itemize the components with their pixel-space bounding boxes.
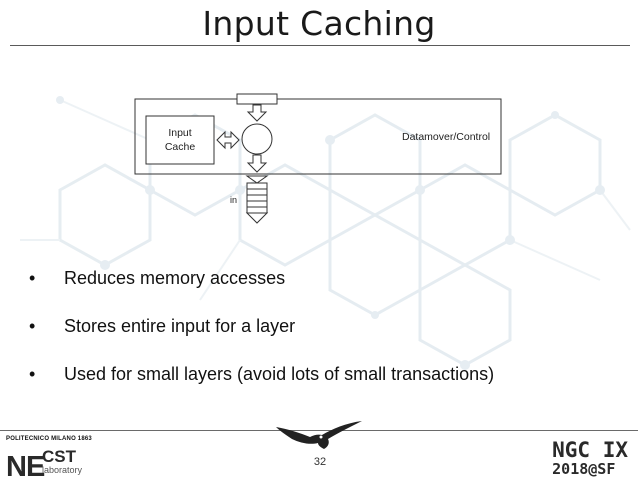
- fifo-label: in: [230, 195, 237, 205]
- down-arrow-icon: [246, 104, 268, 122]
- fifo-bottom-arrow-icon: [245, 212, 269, 224]
- down-arrow-icon: [246, 154, 268, 173]
- top-input-port: [236, 93, 278, 105]
- page-number: 32: [313, 456, 327, 468]
- control-node-circle: [241, 123, 273, 155]
- fifo-top-arrow-icon: [245, 175, 269, 184]
- necst-logo: POLITECNICO MILANO 1863 NE CST laborator…: [6, 436, 92, 483]
- necst-ne-text: NE: [6, 451, 45, 483]
- ngc-year-text: 2018@SF: [552, 460, 616, 478]
- bullet-item: • Stores entire input for a layer: [20, 314, 494, 362]
- bullet-list: • Reduces memory accesses • Stores entire …: [20, 266, 494, 410]
- polimi-text: POLITECNICO MILANO 1863: [6, 436, 92, 442]
- necst-lab-text: laboratory: [42, 465, 83, 475]
- datamover-control-label: Datamover/Control: [402, 131, 490, 143]
- title-divider: [10, 45, 630, 46]
- bullet-text: Reduces memory accesses: [64, 268, 286, 288]
- input-cache-box: [145, 115, 215, 165]
- input-fifo-queue: [245, 175, 269, 224]
- input-cache-label-line1: Input: [168, 127, 191, 139]
- input-cache-label-line2: Cache: [165, 141, 196, 153]
- bullet-item: • Reduces memory accesses: [20, 266, 494, 314]
- bullet-dot-icon: •: [29, 364, 36, 384]
- ngc-logo: NGC IX 2018@SF: [552, 438, 628, 478]
- bullet-dot-icon: •: [29, 316, 36, 336]
- bullet-dot-icon: •: [29, 268, 36, 288]
- ngc-title-text: NGC IX: [552, 438, 628, 462]
- slide-title: Input Caching: [202, 4, 436, 43]
- bullet-text: Stores entire input for a layer: [64, 316, 296, 336]
- footer-divider: [0, 430, 638, 431]
- bullet-text: Used for small layers (avoid lots of sma…: [64, 364, 495, 384]
- bidirectional-arrow-icon: [216, 130, 240, 150]
- bullet-item: • Used for small layers (avoid lots of sm…: [20, 362, 494, 410]
- datamover-control-block: [134, 98, 502, 175]
- necst-cst-text: CST: [42, 447, 76, 466]
- condor-bird-icon: [276, 421, 362, 449]
